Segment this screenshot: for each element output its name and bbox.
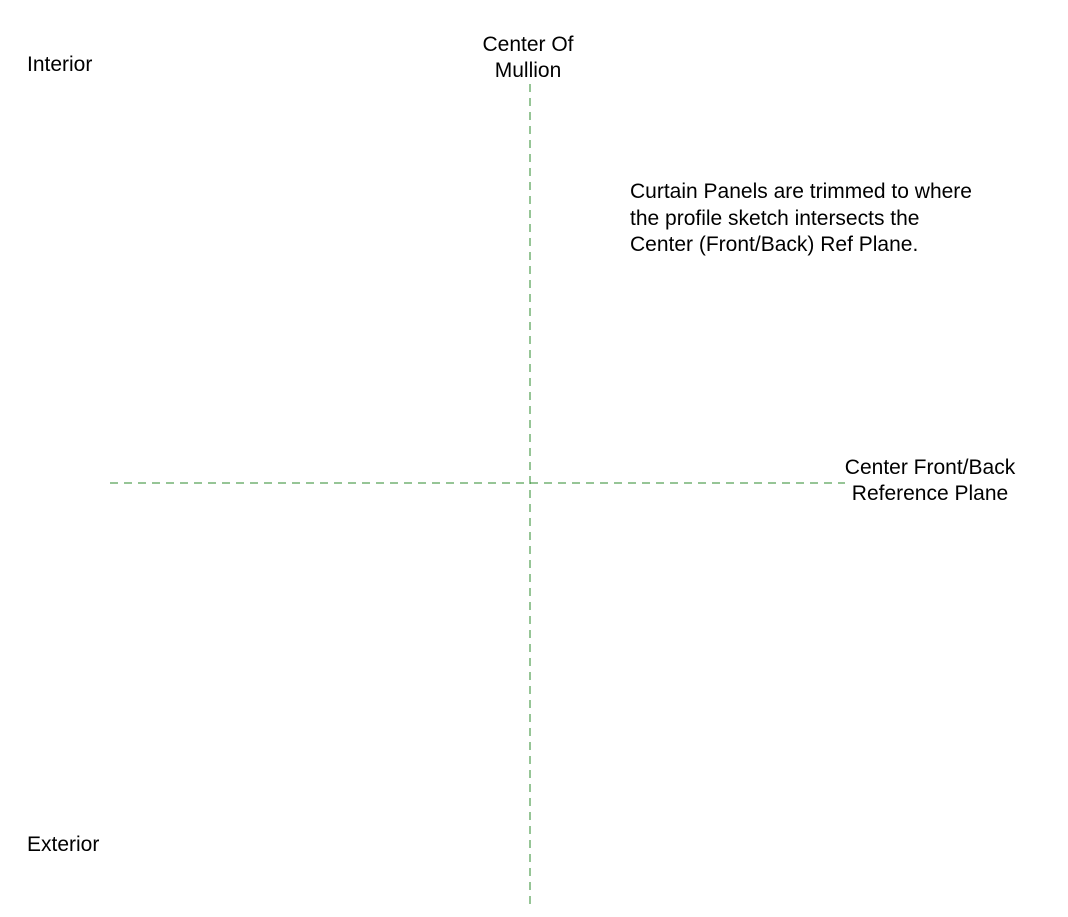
interior-label: Interior	[27, 53, 93, 76]
mullion-label-line-2: Mullion	[494, 59, 562, 82]
refplane-label-line-2: Reference Plane	[851, 482, 1009, 505]
curtain-panel-note: Curtain Panels are trimmed to where the …	[630, 179, 972, 259]
note-line-3: Center (Front/Back) Ref Plane.	[630, 233, 919, 256]
mullion-label-line-1: Center Of	[482, 33, 574, 56]
exterior-label: Exterior	[27, 833, 100, 856]
note-line-1: Curtain Panels are trimmed to where	[630, 180, 972, 203]
mullion-center-label: Center Of Mullion	[428, 32, 628, 84]
refplane-label-line-1: Center Front/Back	[844, 456, 1016, 479]
note-line-2: the profile sketch intersects the	[630, 206, 920, 230]
reference-plane-label: Center Front/Back Reference Plane	[830, 455, 1030, 507]
